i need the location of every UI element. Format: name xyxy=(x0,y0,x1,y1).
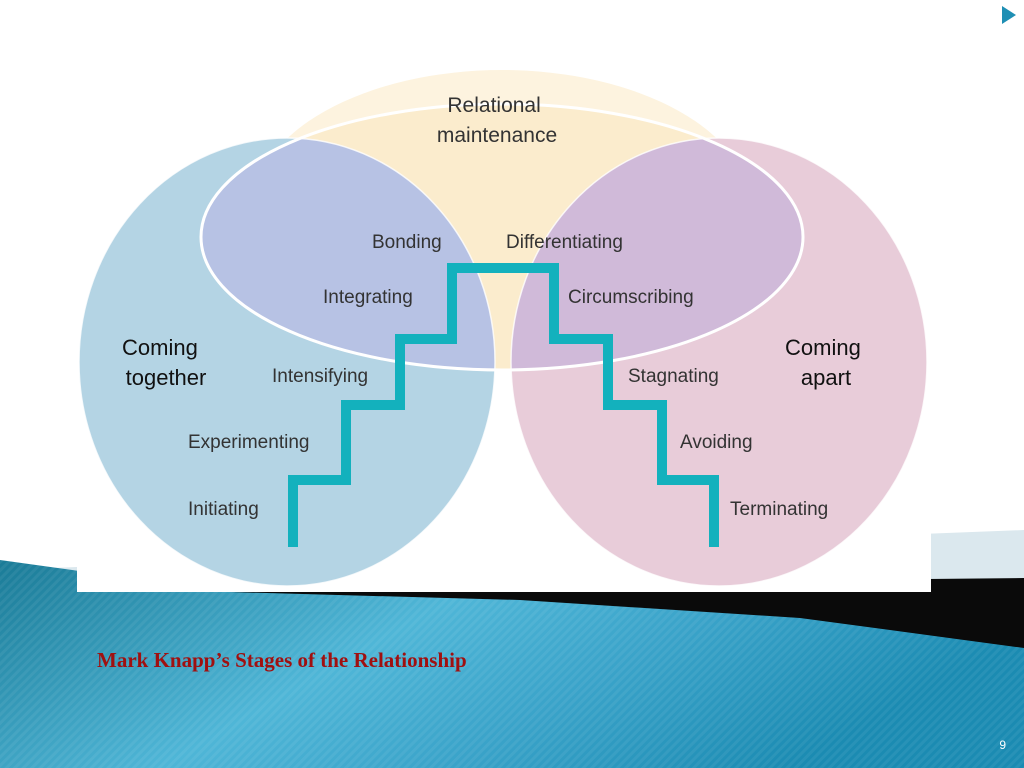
coming-together-label: Coming together xyxy=(122,335,206,390)
diagram-panel: Relational maintenance Coming together C… xyxy=(77,62,931,592)
top-circle-outline xyxy=(199,102,805,372)
staircase xyxy=(288,263,719,547)
slide-caption: Mark Knapp’s Stages of the Relationship xyxy=(97,648,467,672)
page-number: 9 xyxy=(999,738,1006,752)
stage-terminating: Terminating xyxy=(730,499,828,520)
coming-apart-label: Coming apart xyxy=(785,335,867,390)
right-circle-outline xyxy=(510,137,928,587)
coming-together-line-1: Coming xyxy=(122,335,198,360)
stage-integrating: Integrating xyxy=(323,287,413,308)
stage-bonding: Bonding xyxy=(372,232,442,253)
stage-stagnating: Stagnating xyxy=(628,366,719,387)
relational-maintenance-label: Relational maintenance xyxy=(437,94,557,147)
knapp-stages-diagram: Relational maintenance Coming together C… xyxy=(78,70,928,587)
relational-maintenance-line-2: maintenance xyxy=(437,124,557,147)
stage-intensifying: Intensifying xyxy=(272,366,368,387)
stage-initiating: Initiating xyxy=(188,499,259,520)
corner-arrow-icon xyxy=(1002,6,1016,24)
relational-maintenance-line-1: Relational xyxy=(447,94,540,117)
coming-apart-line-1: Coming xyxy=(785,335,861,360)
stage-differentiating: Differentiating xyxy=(506,232,623,253)
left-circle-outline xyxy=(78,137,496,587)
stage-avoiding: Avoiding xyxy=(680,432,753,453)
coming-together-line-2: together xyxy=(126,365,207,390)
teal-wave-texture xyxy=(0,560,1024,768)
stage-experimenting: Experimenting xyxy=(188,432,309,453)
coming-apart-line-2: apart xyxy=(801,365,851,390)
stage-circumscribing: Circumscribing xyxy=(568,287,694,308)
